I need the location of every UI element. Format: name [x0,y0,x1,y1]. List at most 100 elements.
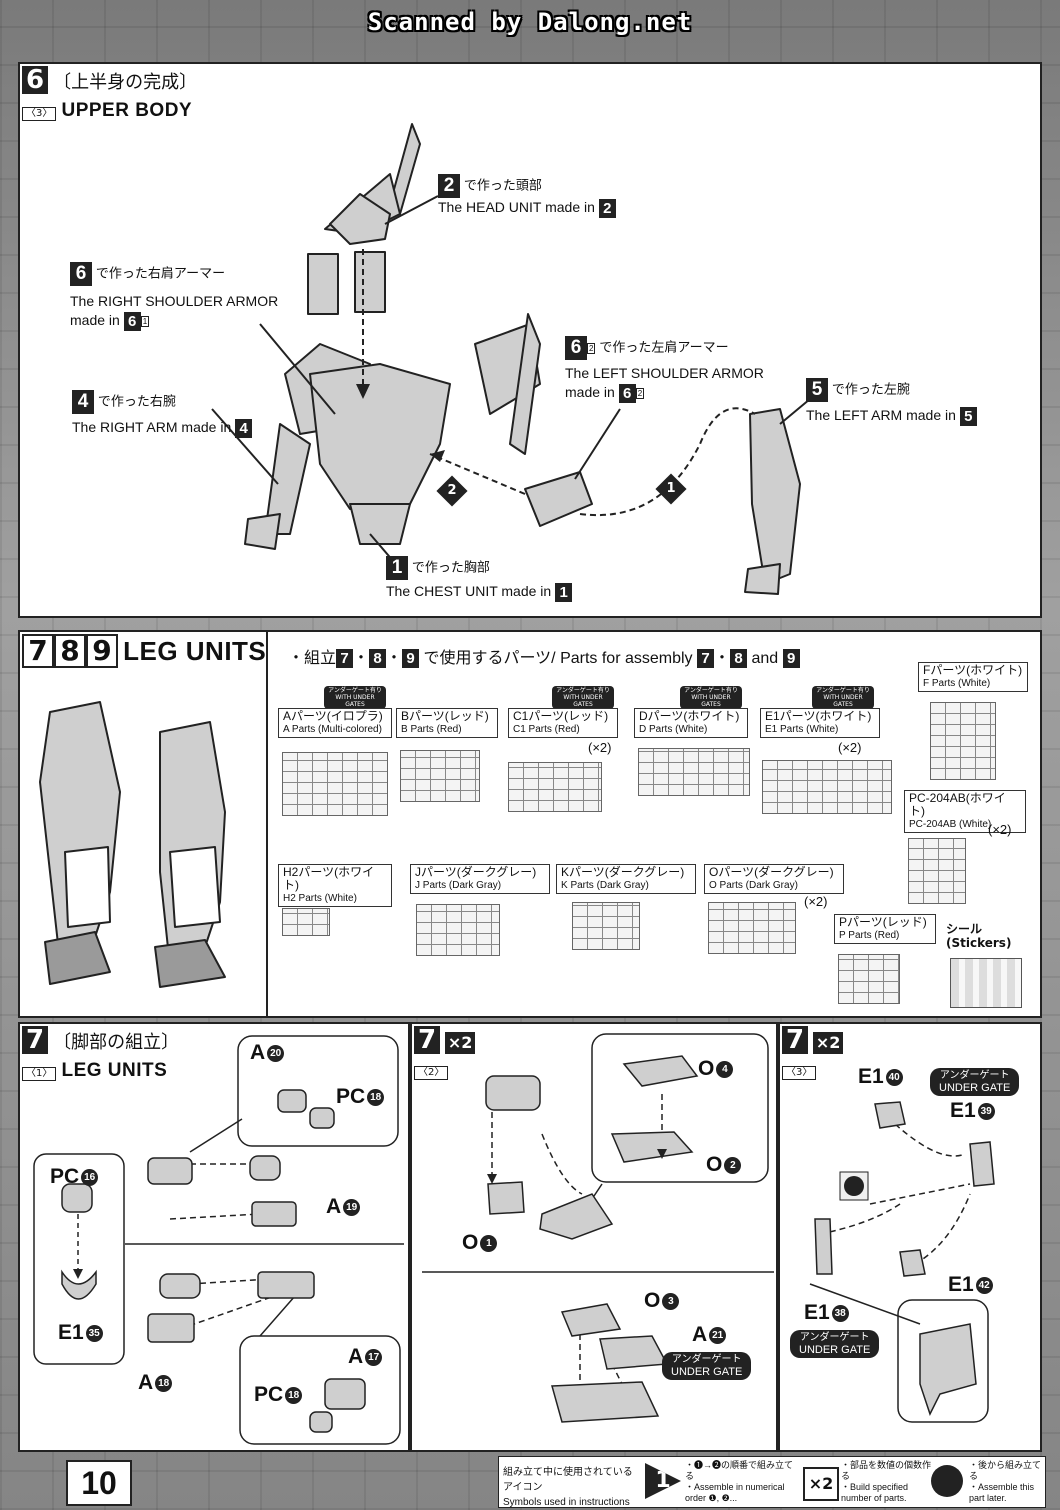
step6-title-jp: 〔上半身の完成〕 [53,72,198,93]
runner-e1 [762,760,892,814]
legend-later-icon [931,1465,963,1497]
parts-box-d: Dパーツ(ホワイト)D Parts (White) [634,708,748,738]
parts-box-c1: C1パーツ(レッド)C1 Parts (Red) [508,708,618,738]
step6-sub: 〈3〉 [22,107,57,121]
parts-box-j: Jパーツ(ダークグレー)J Parts (Dark Gray) [410,864,550,894]
c1-multiplier: (×2) [588,740,612,755]
runner-k [572,902,640,950]
step7-3-header: 7 ×2 [782,1026,844,1054]
scan-watermark: Scanned by Dalong.net [367,8,693,36]
step6-header: 6 〔上半身の完成〕 [22,66,197,94]
step-8-box: 8 [54,634,86,668]
legend-title: 組み立て中に使用されているアイコン Symbols used in instru… [503,1467,633,1508]
step7-3-number: 7 [782,1026,808,1054]
step6-subheader: 〈3〉 UPPER BODY [22,100,192,122]
parts-box-p: Pパーツ(レッド)P Parts (Red) [834,914,936,944]
runner-a [282,752,388,816]
e1-multiplier: (×2) [838,740,862,755]
parts-box-pc204ab: PC-204AB(ホワイト)PC-204AB (White) [904,790,1026,833]
symbols-legend: 組み立て中に使用されているアイコン Symbols used in instru… [498,1456,1046,1508]
runner-o [708,902,796,954]
runner-d [638,748,750,796]
step7-1-diagram [33,1035,404,1445]
runner-b [400,750,480,802]
order-marker-2: 2 [436,475,468,507]
legend-later-text: ・後から組み立てる ・Assemble this part later. [969,1460,1042,1503]
leg-units-title: LEG UNITS [123,636,267,666]
parts-box-h2: H2パーツ(ホワイト)H2 Parts (White) [278,864,392,907]
legend-multiply-text: ・部品を数値の個数作る ・Build specified number of p… [841,1460,932,1503]
callout-right-arm: 4 で作った右腕 The RIGHT ARM made in 4 [72,390,253,438]
runner-c1 [508,762,602,812]
legend-multiply-icon: ×2 [803,1467,839,1501]
pc-multiplier: (×2) [988,822,1012,837]
step7-3-multiplier: ×2 [813,1032,844,1054]
upper-body-illustration [211,123,811,595]
step7-2-subheader: 〈2〉 [414,1060,449,1080]
legend-order-text: ・❶→❷の順番で組み立てる ・Assemble in numerical ord… [685,1460,794,1503]
step7-1-header: 7 〔脚部の組立〕 [22,1026,179,1054]
o-multiplier: (×2) [804,894,828,909]
step7-1-title-en: LEG UNITS [61,1060,168,1081]
step7-1-sub: 〈1〉 [22,1067,57,1081]
step7-2-sub: 〈2〉 [414,1066,449,1080]
step7-2-multiplier: ×2 [445,1032,476,1054]
callout-left-arm: 5 で作った左腕 The LEFT ARM made in 5 [806,378,977,426]
parts-box-a: Aパーツ(イロプラ)A Parts (Multi-colored) [278,708,392,738]
legend-order-icon: 1 [645,1463,681,1499]
step-9-box: 9 [86,634,118,668]
step6-panel: 6 〔上半身の完成〕 〈3〉 UPPER BODY [18,62,1042,618]
step7-3-subheader: 〈3〉 [782,1060,817,1080]
step6-number: 6 [22,66,48,94]
step7-1-number: 7 [22,1026,48,1054]
step7-1-subheader: 〈1〉 LEG UNITS [22,1060,167,1082]
parts-box-f: Fパーツ(ホワイト)F Parts (White) [918,662,1028,692]
page-number: 10 [66,1460,132,1506]
runner-p [838,954,900,1004]
stickers-label: シール (Stickers) [946,922,1012,950]
gate-tag-a: アンダーゲート有り WITH UNDER GATES [324,686,386,709]
gate-tag-d: アンダーゲート有り WITH UNDER GATES [680,686,742,709]
parts-box-b: Bパーツ(レッド)B Parts (Red) [396,708,498,738]
step7-1-panel: 7 〔脚部の組立〕 〈1〉 LEG UNITS [18,1022,410,1452]
leg-panel-divider [266,632,268,1016]
gate-tag-c1: アンダーゲート有り WITH UNDER GATES [552,686,614,709]
sticker-sheet [950,958,1022,1008]
runner-f [930,702,996,780]
parts-box-k: Kパーツ(ダークグレー)K Parts (Dark Gray) [556,864,696,894]
callout-right-shoulder: 6 で作った右肩アーマー The RIGHT SHOULDER ARMOR ma… [70,262,279,331]
gate-tag-e1: アンダーゲート有り WITH UNDER GATES [812,686,874,709]
step7-3-diagram [809,1101,995,1423]
runner-j [416,904,500,956]
leg-units-illustration [39,701,226,988]
step7-2-number: 7 [414,1026,440,1054]
runner-pc204ab [908,838,966,904]
callout-chest: 1 で作った胸部 The CHEST UNIT made in 1 [386,556,573,602]
step7-2-diagram [422,1033,774,1423]
runner-h2 [282,908,330,936]
